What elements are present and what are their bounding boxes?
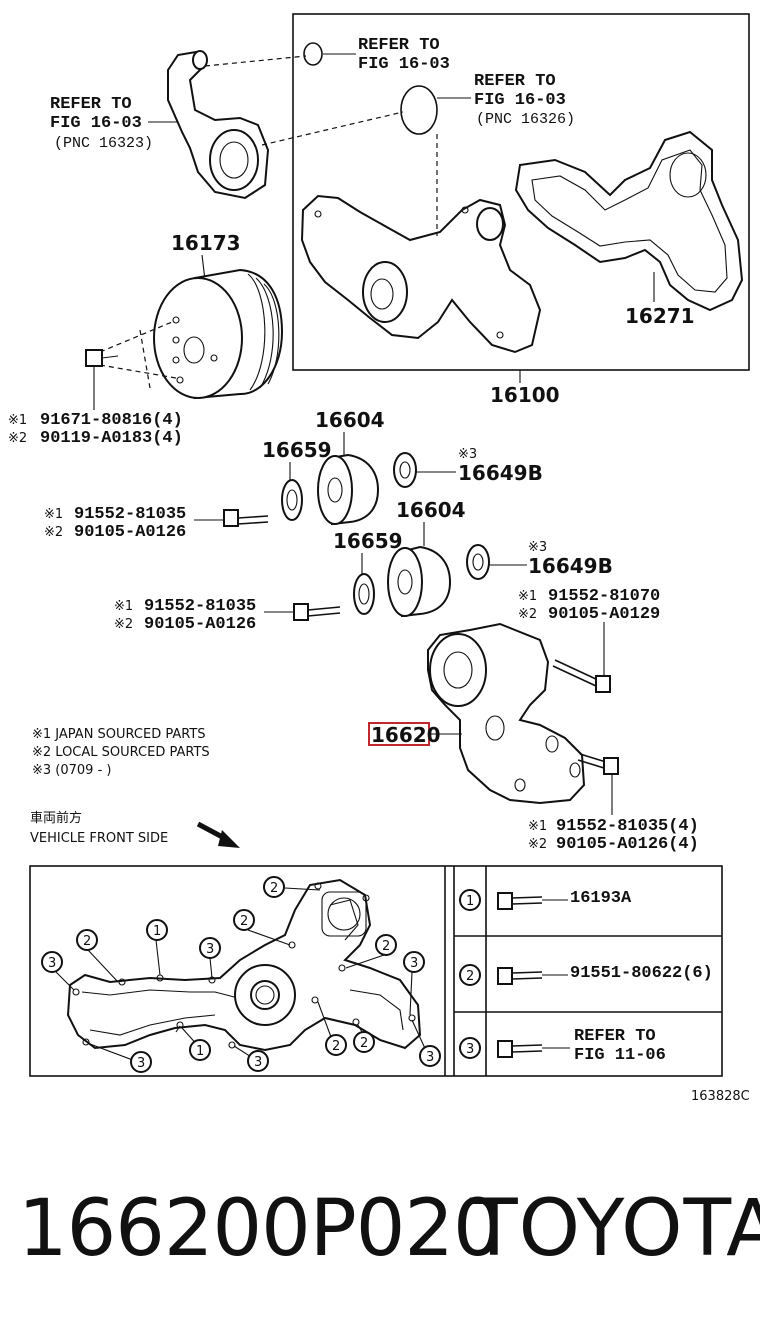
svg-text:1: 1 — [153, 924, 161, 939]
idler-cover-b — [466, 544, 490, 580]
pump-bolt-layout — [66, 878, 422, 1052]
callout-circles: 2 2 1 2 3 3 2 3 3 2 2 3 1 3 — [41, 876, 441, 1073]
diagram-id: 163828C — [691, 1089, 750, 1104]
svg-text:2: 2 — [270, 881, 278, 896]
water-inlet-pipe — [167, 50, 270, 200]
svg-text:2: 2 — [83, 934, 91, 949]
bolt3-line1: 91552-81035 — [144, 597, 256, 616]
svg-text:3: 3 — [426, 1050, 434, 1065]
o-ring-large — [400, 85, 438, 135]
bolt4-line1: 91552-81070 — [548, 587, 660, 606]
bolt1-line2: 90119-A0183(4) — [40, 429, 183, 448]
bolt-location-box — [29, 865, 723, 1077]
svg-text:3: 3 — [48, 956, 56, 971]
idler-pulley-b — [387, 545, 452, 618]
water-pump-body — [300, 194, 542, 354]
refer-c-line1: REFER TO — [50, 95, 132, 114]
svg-text:2: 2 — [332, 1039, 340, 1054]
mark2-c: ※2 — [114, 617, 133, 632]
svg-text:3: 3 — [254, 1055, 262, 1070]
svg-text:2: 2 — [466, 969, 474, 984]
label-16649b-b: 16649B — [528, 554, 613, 578]
idler-pulley-a — [317, 453, 380, 526]
mark1-d: ※1 — [518, 589, 537, 604]
svg-text:3: 3 — [137, 1056, 145, 1071]
label-16649b-a: 16649B — [458, 461, 543, 485]
mark2-d: ※2 — [518, 607, 537, 622]
label-16620[interactable]: 16620 — [371, 723, 441, 747]
bolt5-line1: 91552-81035(4) — [556, 817, 699, 836]
svg-text:2: 2 — [240, 914, 248, 929]
svg-text:REFER TO: REFER TO — [574, 1027, 656, 1046]
idler-cover-a — [393, 452, 417, 488]
refer-c-line2: FIG 16-03 — [50, 114, 142, 133]
label-16100: 16100 — [490, 383, 560, 407]
note-local: ※2 LOCAL SOURCED PARTS — [32, 745, 210, 760]
svg-text:2: 2 — [360, 1036, 368, 1051]
front-side-en: VEHICLE FRONT SIDE — [30, 831, 168, 846]
mark1-b: ※1 — [44, 507, 63, 522]
idler-bolt-b — [293, 603, 341, 621]
mark1-a: ※1 — [8, 413, 27, 428]
refer-b-line3: (PNC 16326) — [476, 111, 575, 128]
mark1-e: ※1 — [528, 819, 547, 834]
brand-name: TOYOTA — [470, 1184, 760, 1274]
note-date: ※3 (0709 - ) — [32, 763, 111, 778]
svg-text:3: 3 — [206, 942, 214, 957]
label-16604-b: 16604 — [396, 498, 466, 522]
svg-text:3: 3 — [466, 1042, 474, 1057]
legend-row-1: 1 16193A — [459, 889, 632, 911]
legend-row-3: 3 REFER TO FIG 11-06 — [459, 1027, 666, 1065]
label-16271: 16271 — [625, 304, 695, 328]
bracket-bolt-short — [577, 753, 619, 775]
refer-a-line2: FIG 16-03 — [358, 55, 450, 74]
bolt4-line2: 90105-A0129 — [548, 605, 660, 624]
mark2-b: ※2 — [44, 525, 63, 540]
idler-bolt-a — [223, 509, 269, 527]
refer-a-line1: REFER TO — [358, 36, 440, 55]
refer-b-line2: FIG 16-03 — [474, 91, 566, 110]
bolt1-line1: 91671-80816(4) — [40, 411, 183, 430]
bolt3-line2: 90105-A0126 — [144, 615, 256, 634]
label-16659-a: 16659 — [262, 438, 332, 462]
label-16659-b: 16659 — [333, 529, 403, 553]
label-16604-a: 16604 — [315, 408, 385, 432]
svg-text:2: 2 — [382, 939, 390, 954]
svg-text:1: 1 — [196, 1044, 204, 1059]
note-japan: ※1 JAPAN SOURCED PARTS — [32, 727, 206, 742]
svg-text:1: 1 — [466, 894, 474, 909]
front-side-jp: 車両前方 — [30, 810, 82, 826]
svg-text:3: 3 — [410, 956, 418, 971]
gasket — [514, 130, 744, 312]
mark3-a: ※3 — [458, 447, 477, 462]
highlight-16620[interactable] — [368, 722, 430, 746]
part-number: 166200P020 — [18, 1184, 503, 1274]
legend-row-2: 2 91551-80622(6) — [459, 964, 713, 986]
pulley-bolt — [85, 349, 119, 367]
mark2-e: ※2 — [528, 837, 547, 852]
mark2-a: ※2 — [8, 431, 27, 446]
front-arrow-icon — [196, 821, 240, 848]
refer-b-line1: REFER TO — [474, 72, 556, 91]
idler-plate-b — [353, 573, 375, 615]
bracket-bolt-long — [552, 659, 611, 693]
svg-text:FIG 11-06: FIG 11-06 — [574, 1046, 666, 1065]
label-16173: 16173 — [171, 231, 241, 255]
mark1-c: ※1 — [114, 599, 133, 614]
o-ring-small — [303, 42, 323, 66]
refer-c-line3: (PNC 16323) — [54, 135, 153, 152]
idler-bracket-16620 — [427, 622, 586, 805]
bolt5-line2: 90105-A0126(4) — [556, 835, 699, 854]
water-pump-box — [292, 13, 750, 371]
water-pump-pulley — [153, 268, 284, 400]
idler-plate-a — [281, 479, 303, 521]
svg-text:16193A: 16193A — [570, 889, 632, 908]
bolt2-line2: 90105-A0126 — [74, 523, 186, 542]
mark3-b: ※3 — [528, 540, 547, 555]
svg-text:91551-80622(6): 91551-80622(6) — [570, 964, 713, 983]
bolt2-line1: 91552-81035 — [74, 505, 186, 524]
